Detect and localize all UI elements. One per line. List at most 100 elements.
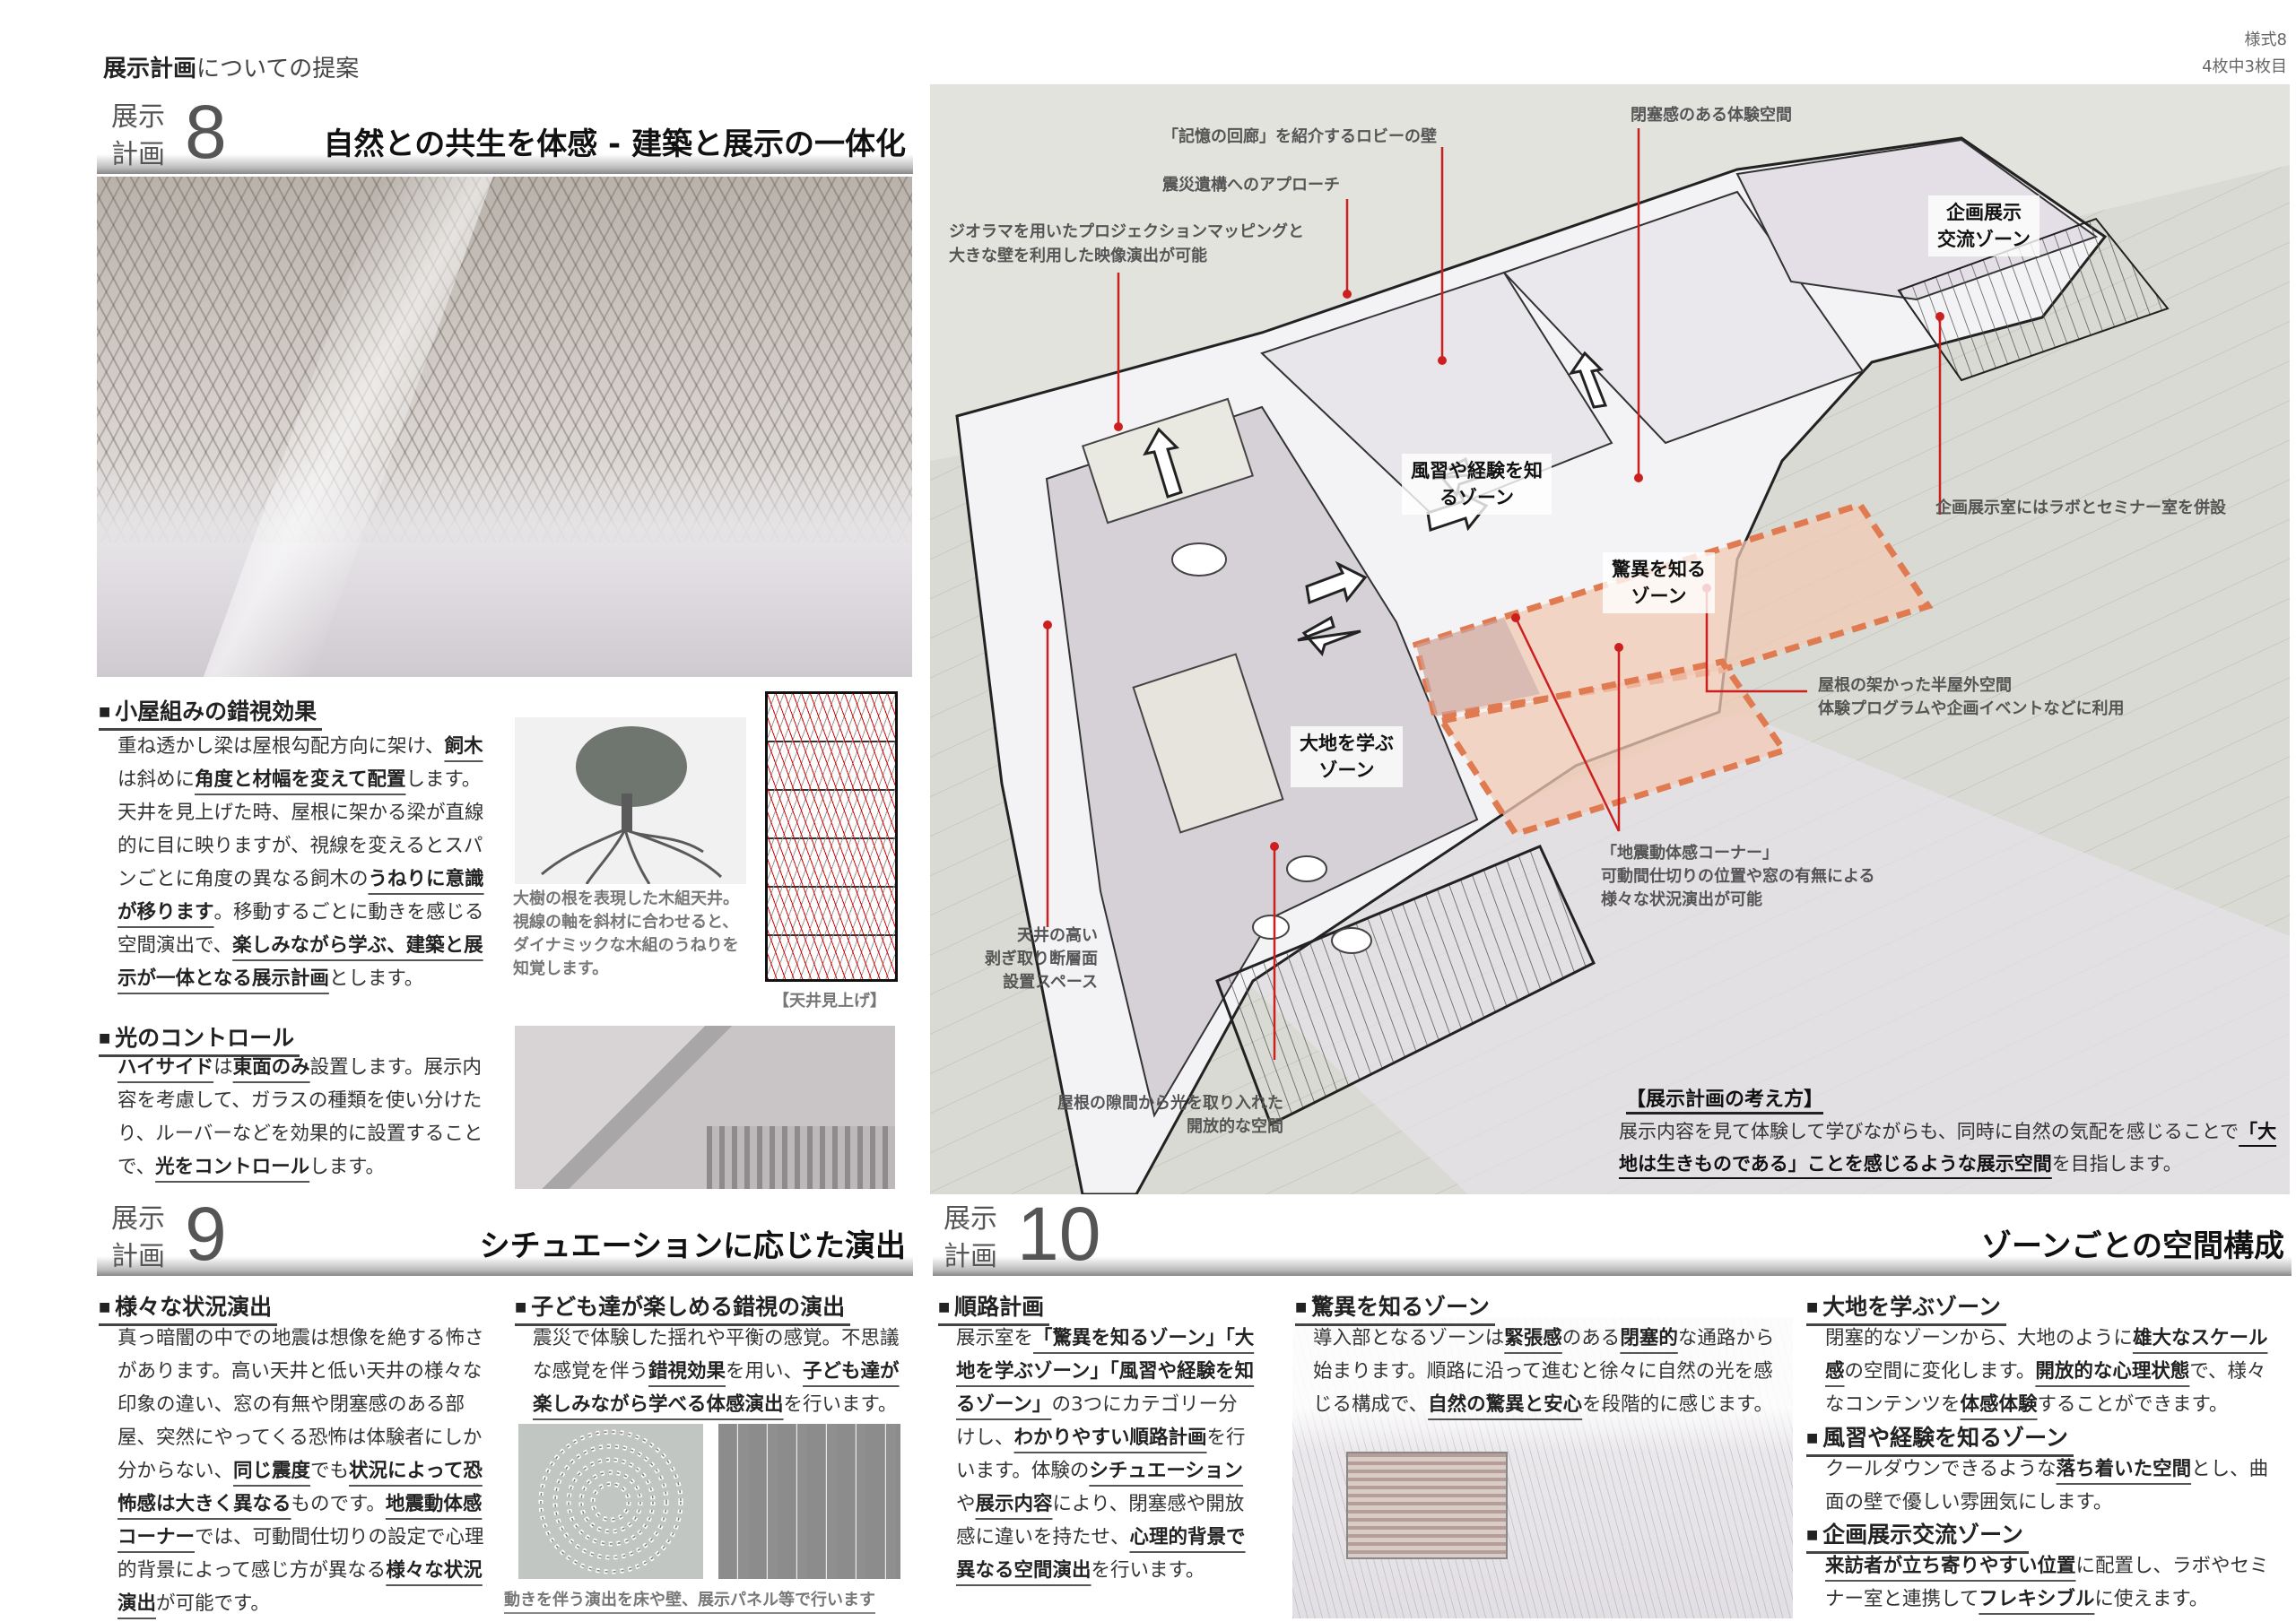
label-bottom: 計画 <box>111 1241 165 1272</box>
body-text: します。天井を見上げた時、屋根に架かる梁が直線的に目に映りますが、視線を変えると… <box>117 768 484 890</box>
body-text: の3つにカテゴリー分けし、 <box>956 1393 1238 1449</box>
leader-lines <box>1046 128 1942 1060</box>
label-memory-wall: 「記憶の回廊」を紹介するロビーの壁 <box>1162 127 1437 146</box>
stripe-illusion-image <box>718 1424 900 1579</box>
open-1: 屋根の隙間から光を取り入れた <box>1057 1094 1283 1113</box>
emphasis-text: 様々な状況演出 <box>117 1559 483 1615</box>
label-semi-outdoor-1: 屋根の架かった半屋外空間 <box>1818 676 2012 695</box>
body-text: 展示室を <box>956 1327 1034 1349</box>
text-custom-zone: クールダウンできるような落ち着いた空間とし、曲面の壁で優しい雰囲気にします。 <box>1825 1453 2283 1519</box>
section-8-header: 展示計画 8 自然との共生を体感 - 建築と展示の一体化 <box>97 91 913 174</box>
building-sketch <box>930 84 2290 1194</box>
section-label: 展示計画 <box>111 99 165 174</box>
label-open-space: 屋根の隙間から光を取り入れた開放的な空間 <box>1002 1092 1283 1139</box>
body-text: では、可動間仕切りの設定で心理的背景によって感じ方が異なる <box>117 1526 484 1582</box>
wonder-zone-rendering <box>1292 1317 1793 1618</box>
zone-label-earth: 大地を学ぶゾーン <box>1291 726 1403 787</box>
section-title: シチュエーションに応じた演出 <box>479 1228 906 1264</box>
section-9-header: 展示計画 9 シチュエーションに応じた演出 <box>97 1193 913 1276</box>
emphasis-text: 緊張感 <box>1504 1327 1562 1349</box>
label-bottom: 計画 <box>944 1241 997 1272</box>
heading-exchange-zone: 企画展示交流ゾーン <box>1806 1517 2029 1554</box>
body-text: とします。 <box>328 967 424 990</box>
body-text: を目指します。 <box>2051 1153 2182 1175</box>
body-text: や <box>956 1493 976 1515</box>
body-text: 。移動するごとに動きを感じる空間演出で、 <box>117 901 484 957</box>
text-earth-zone: 閉塞的なゾーンから、大地のように雄大なスケール感の空間に変化します。開放的な心理… <box>1825 1322 2283 1421</box>
body-text: な通路から始まります。順路に沿って進むと徐々に自然の光を感じる構成で、 <box>1313 1327 1775 1416</box>
label-top: 展示 <box>111 1203 165 1235</box>
ceiling-caption: 【天井見上げ】 <box>773 992 886 1010</box>
header-bar <box>933 1256 2292 1276</box>
semi-outdoor-zone-b <box>1437 658 1789 838</box>
section-title: 自然との共生を体感 - 建築と展示の一体化 <box>323 126 906 162</box>
emphasis-text: 飼木 <box>444 735 483 758</box>
body-text: を用い、 <box>726 1360 804 1383</box>
body-text: 重ね透かし梁は屋根勾配方向に架け、 <box>117 735 445 758</box>
emphasis-text: 自然の驚異と安心 <box>1428 1393 1583 1416</box>
emphasis-text: 角度と材幅を変えて配置 <box>195 768 406 791</box>
tree-icon <box>541 726 723 884</box>
concept-text: 展示内容を見て体験して学びながらも、同時に自然の気配を感じることで「大地は生きも… <box>1619 1115 2283 1180</box>
high-1: 天井の高い <box>1017 926 1098 945</box>
z2: ゾーン <box>1631 585 1687 607</box>
text-light-control: ハイサイドは東面のみ設置します。展示内容を考慮して、ガラスの種類を使い分けたり、… <box>117 1051 492 1184</box>
emphasis-text: 雄大なスケール感 <box>1825 1327 2268 1383</box>
emphasis-text: 東面のみ <box>232 1056 310 1079</box>
text-kids-illusion: 震災で体験した揺れや平衡の感覚。不思議な感覚を伴う錯視効果を用い、子ども達が楽し… <box>533 1322 908 1421</box>
zone-label-custom: 風習や経験を知るゾーン <box>1402 454 1552 515</box>
z2: 交流ゾーン <box>1937 229 2031 250</box>
emphasis-text: 光をコントロール <box>155 1156 310 1178</box>
title-bold: 展示計画 <box>103 56 197 82</box>
heading-situation: 様々な状況演出 <box>99 1289 278 1326</box>
text-situation: 真っ暗闇の中での地震は想像を絶する怖さがあります。高い天井と低い天井の様々な印象… <box>117 1322 494 1620</box>
z1: 企画展示 <box>1945 202 2022 223</box>
zone-label-wonder: 驚異を知るゾーン <box>1603 552 1715 613</box>
section-label: 展示計画 <box>111 1201 165 1276</box>
open-2: 開放的な空間 <box>1187 1117 1283 1136</box>
emphasis-text: 閉塞的 <box>1620 1327 1678 1349</box>
emphasis-text: 楽しみながら学ぶ、建築と展示が一体となる展示計画 <box>117 934 483 990</box>
header-bar <box>97 1256 913 1276</box>
body-text: クールダウンできるような <box>1825 1458 2057 1480</box>
emphasis-text: 同じ震度 <box>233 1460 311 1482</box>
body-text: により、閉塞感や開放感に違いを持たせ、 <box>956 1493 1245 1548</box>
body-text: ものです。 <box>291 1493 386 1515</box>
tree-roots-image <box>515 717 746 884</box>
emphasis-text: 状況によって恐怖感は大きく異なる <box>117 1460 483 1515</box>
heading-kids-illusion: 子ども達が楽しめる錯視の演出 <box>515 1289 851 1326</box>
zone-label-exchange: 企画展示交流ゾーン <box>1928 195 2039 256</box>
body-text: 真っ暗闇の中での地震は想像を絶する怖さがあります。高い天井と低い天井の様々な印象… <box>117 1327 484 1482</box>
z1: 風習や経験を知 <box>1411 460 1543 481</box>
high-3: 設置スペース <box>1003 973 1098 992</box>
room-block-2 <box>1502 190 1865 445</box>
emphasis-text: 心理的背景で異なる空間演出 <box>956 1526 1246 1582</box>
concept-heading: 【展示計画の考え方】 <box>1626 1083 1824 1115</box>
label-lab-seminar: 企画展示室にはラボとセミナー室を併設 <box>1935 499 2226 517</box>
section-label: 展示計画 <box>944 1201 997 1276</box>
heading-route: 順路計画 <box>938 1289 1050 1326</box>
z2: るゾーン <box>1439 487 1514 508</box>
label-diorama-1: ジオラマを用いたプロジェクションマッピングと <box>949 222 1304 241</box>
emphasis-text: 子ども達が楽しみながら学べる体感演出 <box>533 1360 900 1416</box>
emphasis-text: 「驚異を知るゾーン」「大地を学ぶゾーン」「風習や経験を知るゾーン」 <box>956 1327 1255 1416</box>
text-koyagumi: 重ね透かし梁は屋根勾配方向に架け、飼木は斜めに角度と材幅を変えて配置します。天井… <box>117 730 492 995</box>
emphasis-text: 開放的な心理状態 <box>2035 1360 2190 1383</box>
body-text: の空間に変化します。 <box>1844 1360 2036 1383</box>
body-text: に配置し、ラボやセミナー室と連携して <box>1825 1555 2269 1610</box>
emphasis-text: シチュエーション <box>1089 1460 1243 1482</box>
body-text: することができます。 <box>2037 1393 2229 1416</box>
section-title: ゾーンごとの空間構成 <box>1981 1228 2284 1264</box>
emphasis-text: 「大地は生きものである」ことを感じるような展示空間 <box>1619 1121 2277 1175</box>
relief-wall <box>707 1126 895 1189</box>
heading-koyagumi: 小屋組みの錯視効果 <box>99 694 323 731</box>
emphasis-text: 地震動体感コーナー <box>117 1493 483 1548</box>
spiral-illusion-icon <box>538 1429 683 1574</box>
document-title: 展示計画についての提案 <box>103 50 359 83</box>
louver-roof <box>1215 845 1596 1127</box>
label-approach: 震災遺構へのアプローチ <box>1162 176 1340 195</box>
label-semi-outdoor-2: 体験プログラムや企画イベントなどに利用 <box>1818 699 2125 718</box>
emphasis-text: フレキシブル <box>1979 1588 2095 1610</box>
header-bar <box>97 154 913 174</box>
